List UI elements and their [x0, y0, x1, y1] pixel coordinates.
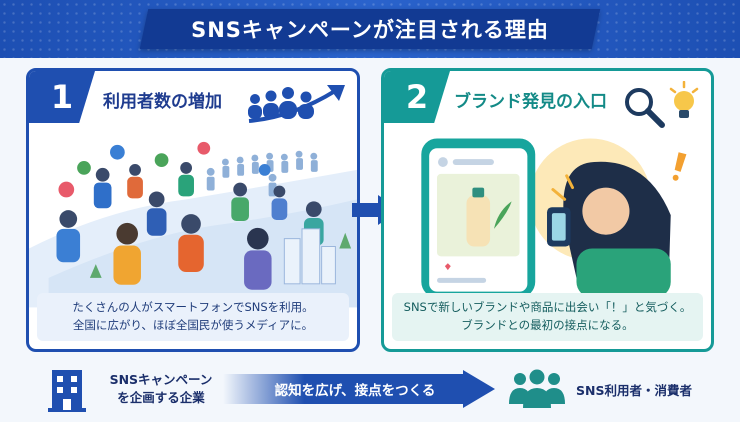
- panel-caption: たくさんの人がスマートフォンでSNSを利用。 全国に広がり、ほぼ全国民が使うメデ…: [37, 293, 349, 341]
- flow-row: SNSキャンペーン を企画する企業 認知を広げ、接点をつくる SNS利用者・消費…: [0, 360, 740, 422]
- crowd-illustration: [29, 141, 357, 308]
- panel-title: ブランド発見の入口: [454, 92, 607, 112]
- caption-line: たくさんの人がスマートフォンでSNSを利用。: [72, 300, 314, 315]
- discovery-illustration: [421, 138, 687, 298]
- flow-arrow: [223, 370, 495, 408]
- caption-line: ブランドとの最初の接点になる。: [461, 318, 634, 332]
- company-label-line: を企画する企業: [117, 390, 205, 406]
- growth-people-icon: [248, 85, 345, 123]
- flow-action-label: 認知を広げ、接点をつくる: [274, 383, 436, 399]
- panel-number-badge: 1: [29, 71, 95, 123]
- panel-user-growth: 1 利用者数の増加: [26, 68, 360, 352]
- panel-caption: SNSで新しいブランドや商品に出会い「！」と気づく。 ブランドとの最初の接点にな…: [392, 293, 703, 341]
- company-label: SNSキャンペーン を企画する企業: [96, 371, 226, 407]
- caption-line: SNSで新しいブランドや商品に出会い「！」と気づく。: [403, 300, 692, 315]
- panel-brand-discovery: 2 ブランド発見の入口 SNSで新しいブランドや商品に出会い「！」と気づく。 ブ…: [381, 68, 714, 352]
- magnifier-icon: [625, 88, 665, 128]
- panel-title: 利用者数の増加: [103, 92, 222, 112]
- users-label: SNS利用者・消費者: [576, 383, 692, 398]
- panel-number-badge: 2: [384, 71, 450, 123]
- building-icon: [48, 370, 86, 412]
- lightbulb-icon: [669, 81, 699, 118]
- users-icon: [509, 369, 565, 408]
- caption-line: 全国に広がり、ほぼ全国民が使うメディアに。: [72, 318, 314, 332]
- company-label-line: SNSキャンペーン: [109, 372, 213, 387]
- page-title: SNSキャンペーンが注目される理由: [191, 18, 549, 42]
